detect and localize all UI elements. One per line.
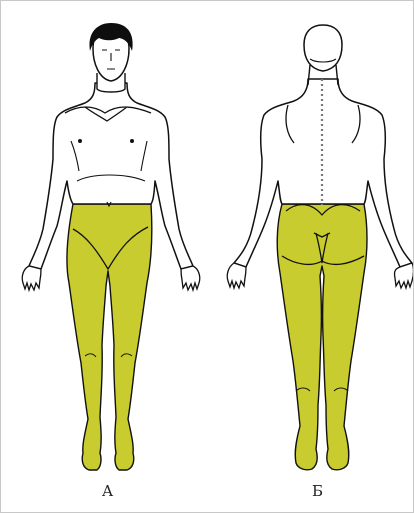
front-left-hand bbox=[22, 266, 41, 290]
front-left-nipple bbox=[78, 139, 82, 143]
front-highlight-region bbox=[67, 204, 152, 470]
back-highlight-region bbox=[277, 204, 367, 470]
front-right-nipple bbox=[130, 139, 134, 143]
back-head bbox=[304, 25, 342, 71]
front-view-figure: А bbox=[1, 1, 208, 513]
back-body-illustration bbox=[208, 1, 414, 479]
back-left-hand bbox=[227, 263, 246, 288]
front-right-hand bbox=[181, 266, 200, 290]
front-view-label: А bbox=[88, 482, 128, 500]
front-body-illustration bbox=[1, 1, 208, 479]
back-right-hand bbox=[395, 263, 414, 288]
back-view-label: Б bbox=[298, 482, 338, 500]
back-view-figure: Б bbox=[208, 1, 414, 513]
